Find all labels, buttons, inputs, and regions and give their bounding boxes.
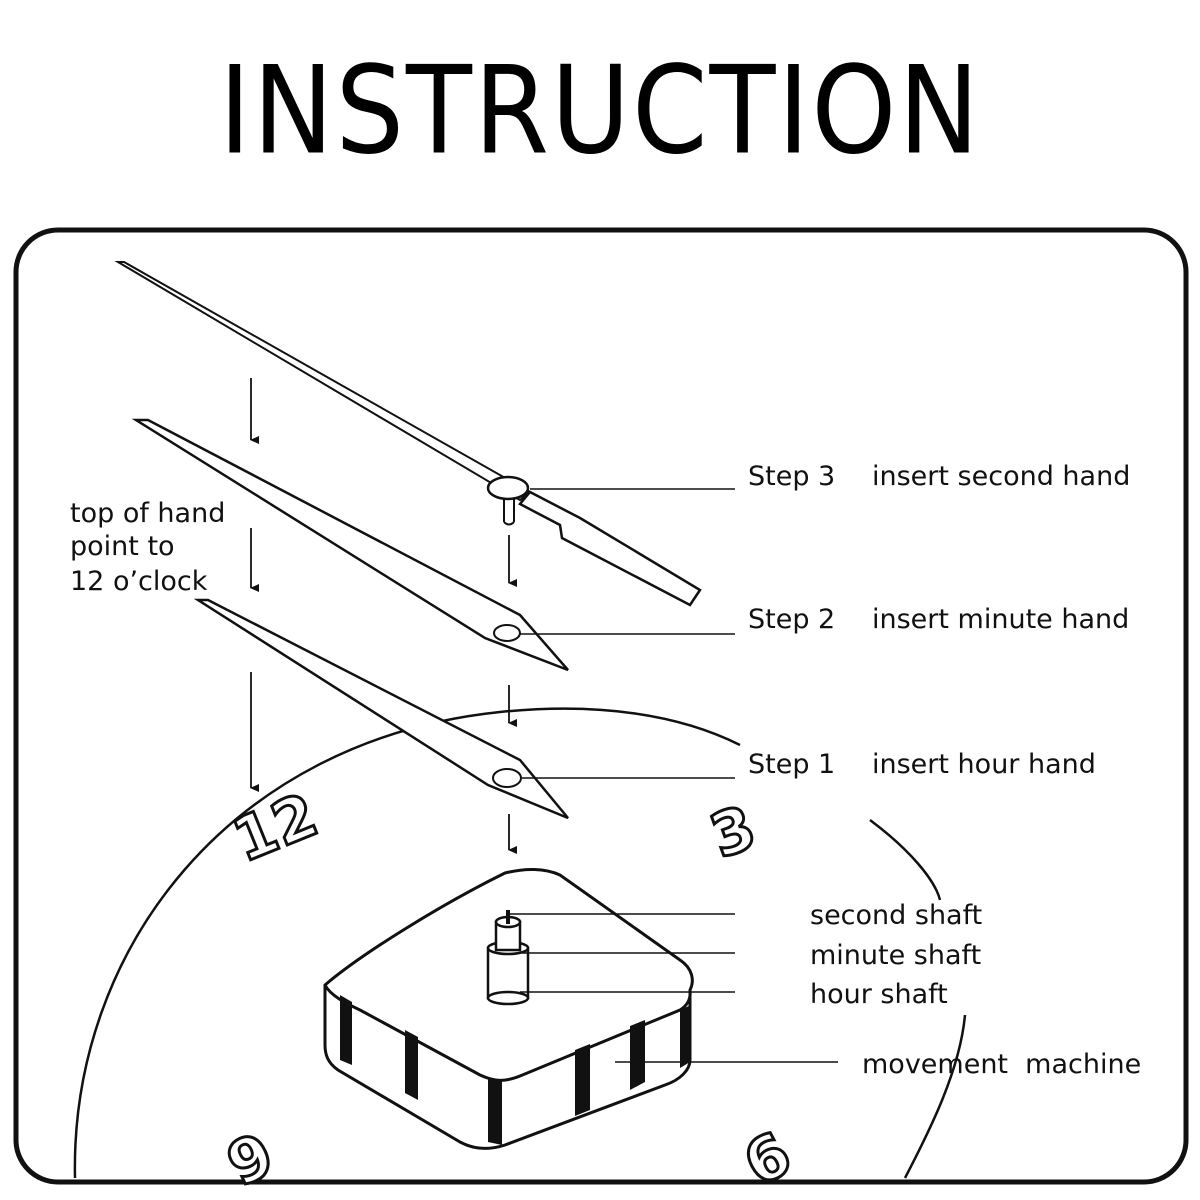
step-2-text: insert minute hand xyxy=(872,604,1129,635)
assembly-arrows xyxy=(250,378,517,854)
dial-number-3: 3 xyxy=(702,792,765,872)
second-hand xyxy=(114,261,702,607)
part-leader-lines xyxy=(510,913,838,1063)
second-shaft-label: second shaft xyxy=(810,900,982,931)
minute-hand xyxy=(131,418,569,672)
clock-dial-arc-right xyxy=(869,819,942,901)
step-1-label: Step 1 xyxy=(748,749,835,780)
diagram-frame xyxy=(13,227,1189,1185)
clock-dial-arc-lower xyxy=(903,1014,967,1179)
step-leader-lines xyxy=(520,488,735,779)
minute-shaft-label: minute shaft xyxy=(810,940,981,971)
hour-hand xyxy=(193,598,569,820)
dial-number-9: 9 xyxy=(217,1120,284,1200)
note-line-3: 12 o’clock xyxy=(70,566,208,597)
dial-number-12: 12 xyxy=(224,780,328,876)
hour-shaft-label: hour shaft xyxy=(810,979,948,1010)
step-3-text: insert second hand xyxy=(872,461,1130,492)
movement-machine xyxy=(323,868,694,1150)
step-3-label: Step 3 xyxy=(748,461,835,492)
note-line-1: top of hand xyxy=(70,498,225,529)
step-1-text: insert hour hand xyxy=(872,749,1096,780)
note-line-2: point to xyxy=(70,531,175,562)
movement-machine-label: movement machine xyxy=(862,1049,1141,1080)
step-2-label: Step 2 xyxy=(748,604,835,635)
dial-number-6: 6 xyxy=(733,1119,803,1200)
page-title: INSTRUCTION xyxy=(218,41,982,182)
clock-dial-arc xyxy=(73,707,741,1179)
